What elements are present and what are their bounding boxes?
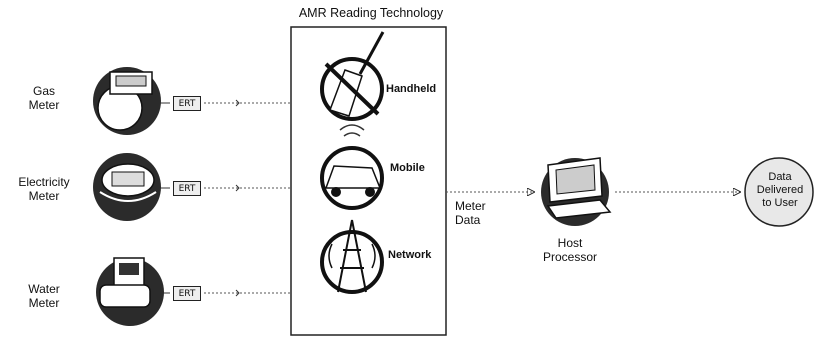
ert-connectors: [204, 102, 291, 294]
mobile-label: Mobile: [390, 162, 425, 174]
tower-icon: [320, 219, 384, 294]
meter-data-label: Meter Data: [455, 199, 486, 227]
water-meter-label: Water Meter: [28, 282, 60, 310]
van-icon: [320, 124, 384, 210]
wireless-mark: [235, 99, 240, 107]
ert-box-gas: ERT: [173, 96, 201, 111]
wireless-mark: [235, 289, 240, 297]
wireless-mark: [235, 184, 240, 192]
data-delivered-label: Data Delivered to User: [756, 171, 804, 209]
electric-meter-icon: [93, 153, 161, 221]
host-processor-label: Host Processor: [542, 236, 598, 264]
water-meter-icon: [96, 257, 164, 326]
output-circle: [744, 157, 814, 227]
gas-meter-label: Gas Meter: [28, 84, 60, 112]
network-label: Network: [388, 249, 432, 261]
gas-meter-icon: [93, 67, 161, 135]
diagram-title: AMR Reading Technology: [298, 6, 444, 20]
electricity-meter-label: Electricity Meter: [18, 175, 70, 203]
handheld-label: Handheld: [386, 83, 437, 95]
computer-icon: [541, 157, 612, 226]
handheld-device-icon: [320, 31, 385, 121]
ert-box-water: ERT: [173, 286, 201, 301]
ert-box-electricity: ERT: [173, 181, 201, 196]
